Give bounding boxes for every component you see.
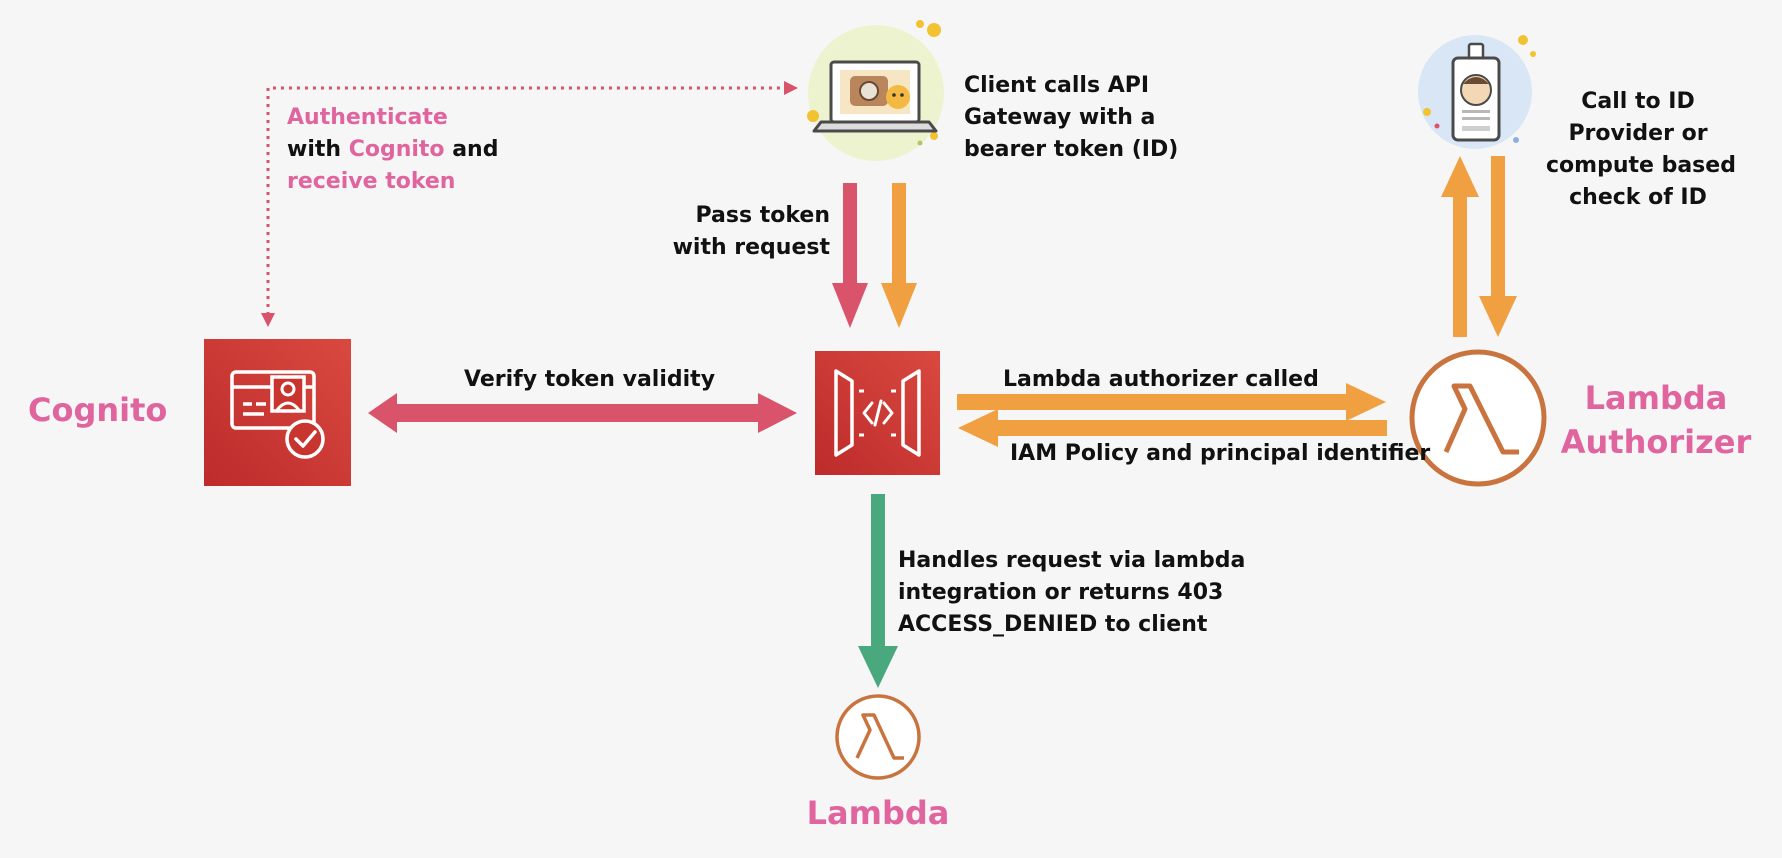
client-calls-line2: Gateway with a	[964, 105, 1156, 130]
authenticate-line2-cognito: Cognito	[348, 137, 445, 162]
pass-token-line2: with request	[672, 235, 830, 260]
pass-token-line1: Pass token	[695, 203, 830, 228]
lambda-label: Lambda	[806, 794, 950, 832]
pass-token-arrow-red	[832, 183, 868, 328]
pass-token-arrow-orange	[881, 183, 917, 328]
verify-double-arrow	[368, 393, 797, 433]
lambda-authorizer-label: Lambda Authorizer	[1556, 376, 1756, 464]
authorizer-called-arrow	[957, 383, 1386, 421]
iam-policy-label: IAM Policy and principal identifier	[1010, 441, 1431, 466]
id-badge-icon	[1418, 35, 1536, 149]
handles-request-line3: ACCESS_DENIED to client	[898, 612, 1208, 637]
client-calls-label: Client calls API Gateway with a bearer t…	[964, 70, 1178, 166]
call-to-id-line3: compute based	[1546, 153, 1736, 178]
authenticate-arrow-head-right	[784, 81, 798, 95]
verify-label: Verify token validity	[464, 367, 716, 392]
handles-request-line2: integration or returns 403	[898, 580, 1224, 605]
api-gateway-icon	[815, 351, 940, 475]
authenticate-line2: with Cognito and	[287, 134, 498, 166]
authenticate-arrow-head-down	[261, 313, 275, 327]
handles-request-line1: Handles request via lambda	[898, 548, 1246, 573]
handles-request-arrow	[858, 494, 898, 688]
id-provider-up-arrow	[1441, 156, 1479, 337]
client-calls-line1: Client calls API	[964, 73, 1150, 98]
call-to-id-line2: Provider or	[1568, 121, 1708, 146]
client-calls-line3: bearer token (ID)	[964, 137, 1179, 162]
id-provider-down-arrow	[1479, 156, 1517, 337]
pass-token-label: Pass token with request	[640, 200, 830, 264]
authorizer-called-label: Lambda authorizer called	[1003, 367, 1319, 392]
authenticate-arrow	[266, 86, 786, 315]
authenticate-line3: receive token	[287, 169, 456, 194]
cognito-label: Cognito	[28, 391, 168, 429]
call-to-id-label: Call to ID Provider or compute based che…	[1546, 86, 1736, 214]
iam-policy-arrow	[958, 409, 1387, 447]
authenticate-line2-post: and	[444, 137, 499, 162]
authenticate-label: Authenticate with Cognito and receive to…	[287, 102, 498, 198]
laptop-icon	[807, 20, 944, 161]
lambda-authorizer-icon	[1409, 349, 1547, 487]
handles-request-label: Handles request via lambda integration o…	[898, 545, 1245, 641]
call-to-id-line4: check of ID	[1569, 185, 1707, 210]
call-to-id-line1: Call to ID	[1581, 89, 1695, 114]
cognito-icon	[204, 339, 351, 486]
authenticate-line2-pre: with	[287, 137, 349, 162]
lambda-bottom-icon	[835, 694, 921, 780]
lambda-authorizer-label-line1: Lambda	[1584, 379, 1728, 417]
authenticate-line1: Authenticate	[287, 105, 448, 130]
lambda-authorizer-label-line2: Authorizer	[1560, 423, 1752, 461]
